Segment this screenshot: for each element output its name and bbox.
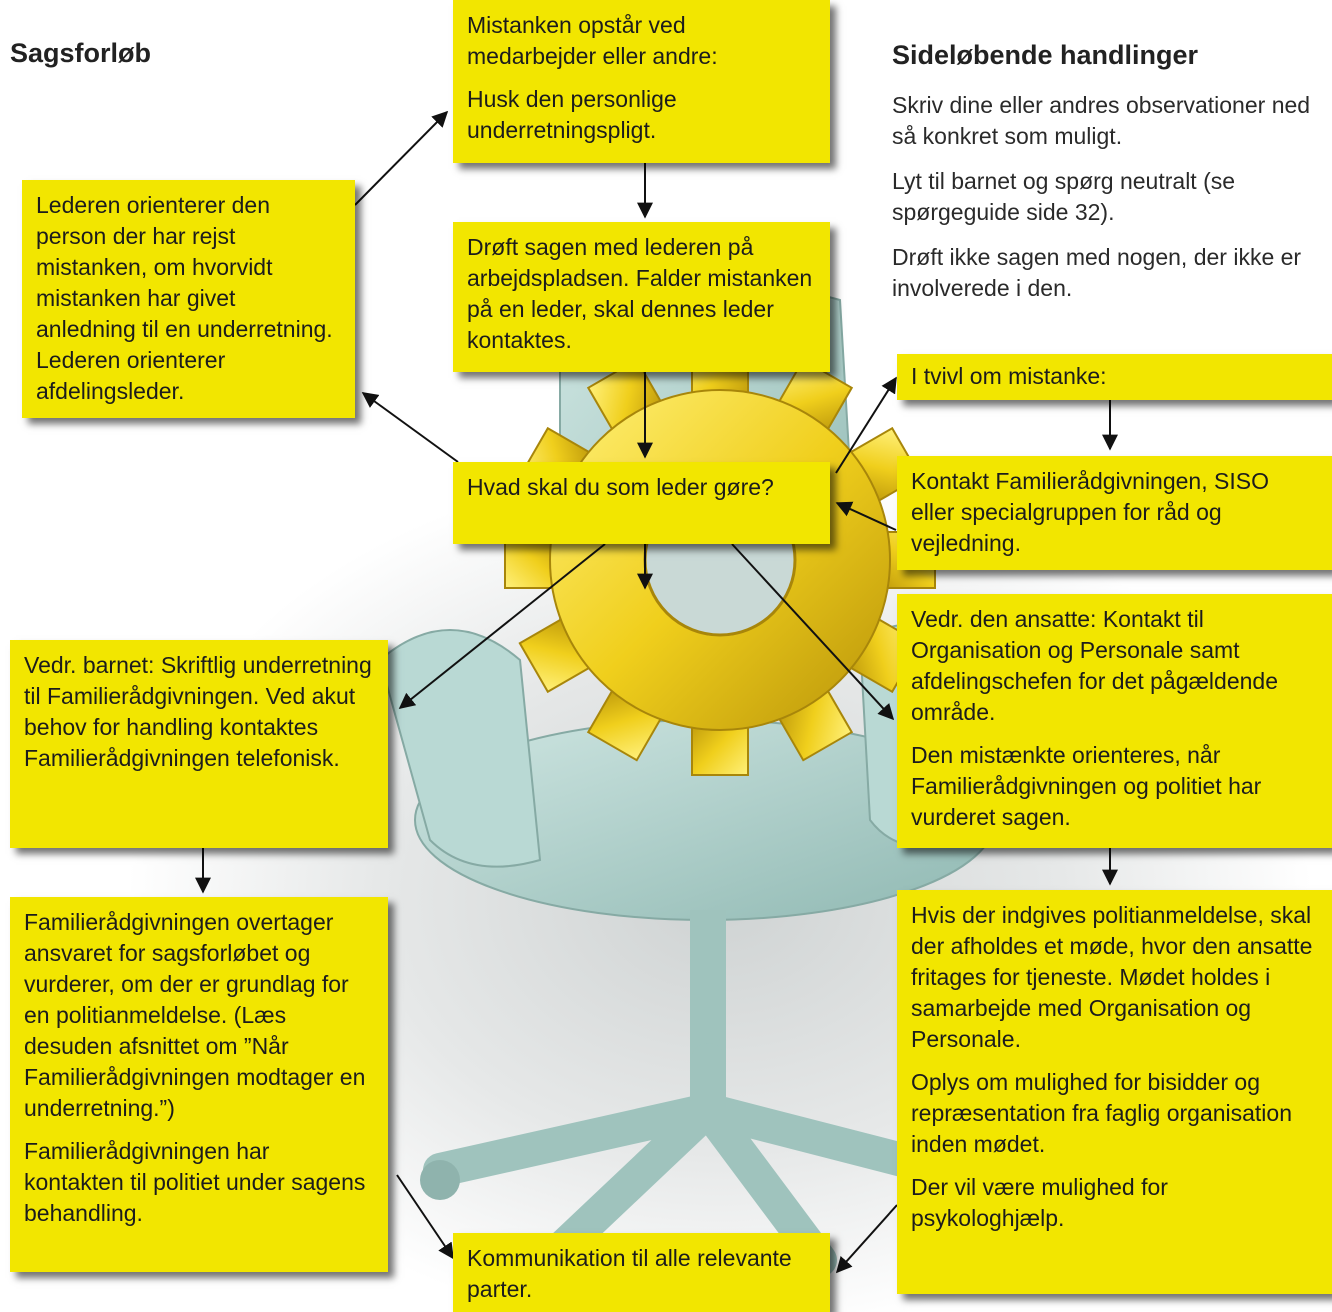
box-police-report: Hvis der indgives politianmeldelse, skal… bbox=[897, 890, 1332, 1294]
box-text: Mistanken opstår ved medarbejder eller a… bbox=[467, 12, 718, 69]
box-child: Vedr. barnet: Skriftlig underretning til… bbox=[10, 640, 388, 848]
box-contact: Kontakt Familierådgivningen, SISO eller … bbox=[897, 456, 1332, 570]
box-text: Lederen orienterer den person der har re… bbox=[36, 192, 333, 404]
side-actions-list: Skriv dine eller andres observationer ne… bbox=[892, 90, 1332, 318]
box-family-takes-over: Familierådgivningen overtager ansvaret f… bbox=[10, 897, 388, 1272]
box-text: Familierådgivningen overtager ansvaret f… bbox=[24, 909, 366, 1121]
box-discuss: Drøft sagen med lederen på arbejdspladse… bbox=[453, 222, 830, 372]
box-doubt: I tvivl om mistanke: bbox=[897, 354, 1332, 400]
side-action-item: Lyt til barnet og spørg neutralt (se spø… bbox=[892, 168, 1236, 225]
box-text: Kontakt Familierådgivningen, SISO eller … bbox=[911, 468, 1269, 556]
box-text: Der vil være mulighed for psykologhjælp. bbox=[911, 1174, 1168, 1231]
box-text: Husk den personlige underretningspligt. bbox=[467, 86, 677, 143]
box-text: Drøft sagen med lederen på arbejdspladse… bbox=[467, 234, 813, 353]
box-text: I tvivl om mistanke: bbox=[911, 363, 1107, 389]
box-text: Vedr. den ansatte: Kontakt til Organisat… bbox=[911, 606, 1279, 725]
side-action-item: Drøft ikke sagen med nogen, der ikke er … bbox=[892, 244, 1302, 301]
heading-sagsforloeb: Sagsforløb bbox=[10, 38, 152, 68]
box-text: Hvis der indgives politianmeldelse, skal… bbox=[911, 902, 1313, 1052]
heading-sideloebende-handlinger: Sideløbende handlinger bbox=[892, 40, 1199, 70]
box-text: Vedr. barnet: Skriftlig underretning til… bbox=[24, 652, 372, 771]
box-text: Kommunikation til alle relevante parter. bbox=[467, 1245, 792, 1302]
box-what-to-do: Hvad skal du som leder gøre? bbox=[453, 462, 830, 544]
side-action-item: Skriv dine eller andres observationer ne… bbox=[892, 92, 1311, 149]
box-text: Den mistænkte orienteres, når Familieråd… bbox=[911, 742, 1262, 830]
box-employee: Vedr. den ansatte: Kontakt til Organisat… bbox=[897, 594, 1332, 848]
box-text: Oplys om mulighed for bisidder og repræs… bbox=[911, 1069, 1293, 1157]
box-suspicion: Mistanken opstår ved medarbejder eller a… bbox=[453, 0, 830, 163]
box-communication: Kommunikation til alle relevante parter. bbox=[453, 1233, 830, 1312]
box-text: Familierådgivningen har kontakten til po… bbox=[24, 1138, 366, 1226]
box-leader-informs: Lederen orienterer den person der har re… bbox=[22, 180, 355, 418]
box-text: Hvad skal du som leder gøre? bbox=[467, 474, 774, 500]
